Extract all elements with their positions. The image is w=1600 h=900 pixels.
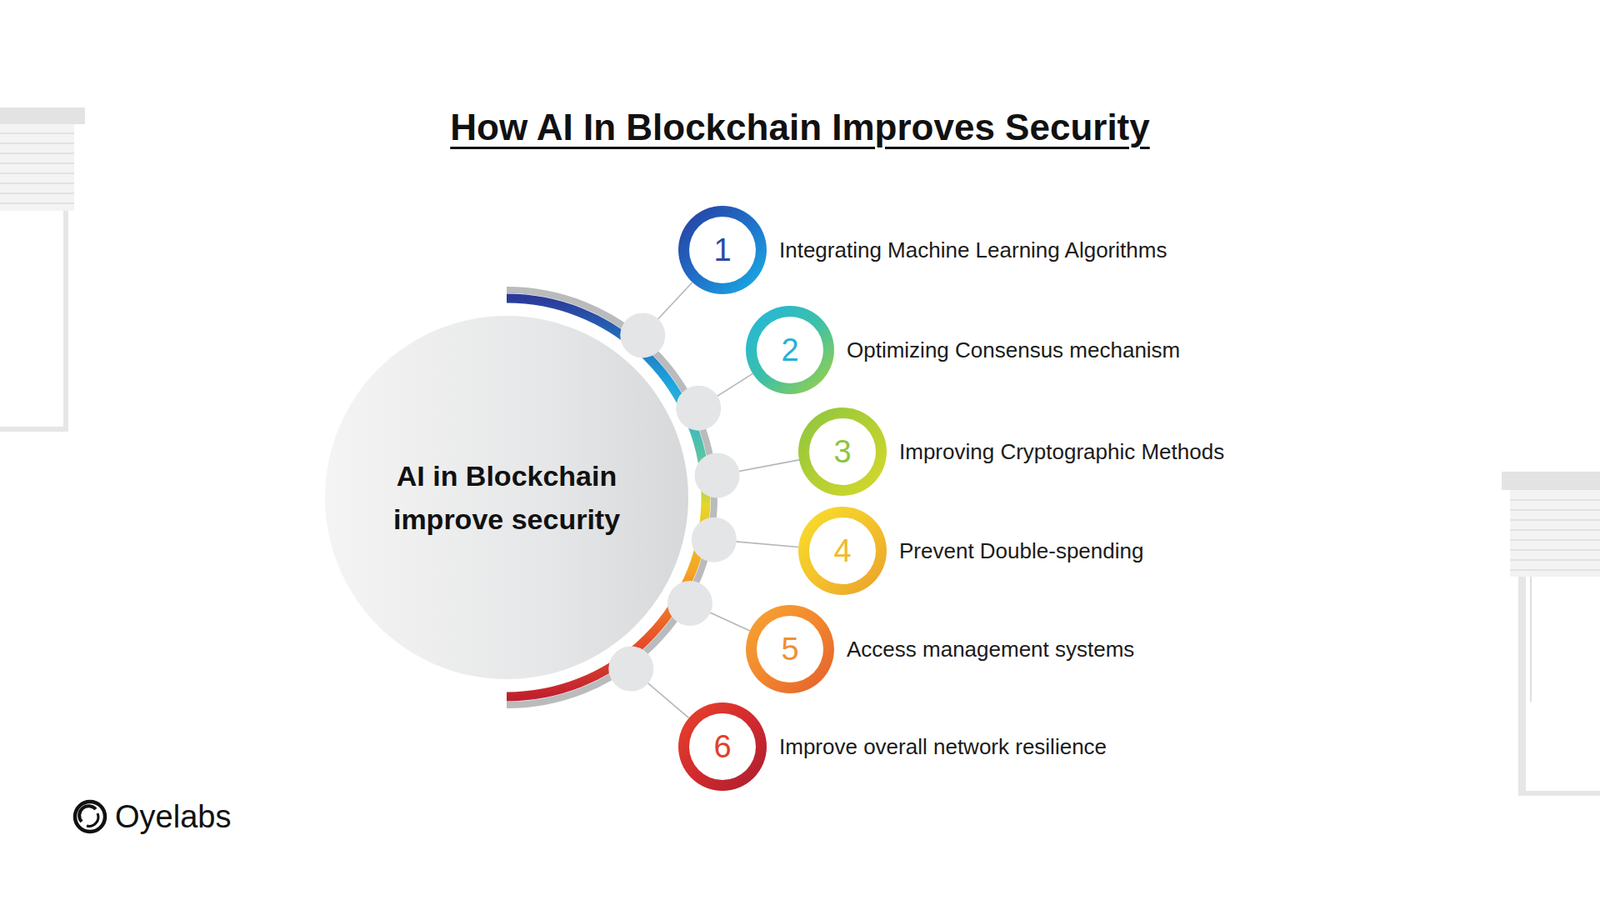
item-label: Improve overall network resilience xyxy=(779,734,1107,760)
connector-dot xyxy=(667,580,713,626)
callout-number: 4 xyxy=(798,506,887,595)
numbered-circle: 1Integrating Machine Learning Algorithms xyxy=(678,205,767,295)
numbered-circle: 6Improve overall network resilience xyxy=(678,702,767,791)
hub-text: AI in Blockchain improve security xyxy=(369,454,645,541)
connector-dot xyxy=(691,517,737,563)
callout-number: 3 xyxy=(798,407,887,496)
connector-dot xyxy=(695,452,740,498)
callout-number: 6 xyxy=(678,702,767,791)
ring-outer xyxy=(678,205,767,295)
item-label: Access management systems xyxy=(846,636,1135,663)
numbered-circle: 3Improving Cryptographic Methods xyxy=(798,407,887,496)
ring-outer xyxy=(798,407,887,496)
connector-dot xyxy=(608,645,654,691)
logo-text: Oyelabs xyxy=(115,797,231,836)
connector-dot xyxy=(620,312,665,358)
numbered-circle: 4Prevent Double-spending xyxy=(798,506,887,595)
callout-number: 5 xyxy=(745,605,835,694)
item-label: Prevent Double-spending xyxy=(899,538,1144,565)
callout-number: 2 xyxy=(745,305,835,395)
item-label: Integrating Machine Learning Algorithms xyxy=(779,237,1167,264)
ring-outer xyxy=(798,506,887,595)
ring-outer xyxy=(745,305,835,395)
numbered-circle: 2Optimizing Consensus mechanism xyxy=(745,305,835,395)
numbered-circle: 5Access management systems xyxy=(745,605,835,694)
title-wrap: How AI In Blockchain Improves Security xyxy=(0,106,1600,149)
item-label: Improving Cryptographic Methods xyxy=(899,439,1225,465)
hub-disc xyxy=(325,315,689,680)
connector-dot xyxy=(675,385,721,431)
item-label: Optimizing Consensus mechanism xyxy=(846,337,1180,364)
ring-outer xyxy=(678,702,767,791)
ring-outer xyxy=(745,605,835,694)
logo-icon xyxy=(70,796,110,837)
callout-number: 1 xyxy=(678,205,767,295)
title: How AI In Blockchain Improves Security xyxy=(450,106,1150,148)
